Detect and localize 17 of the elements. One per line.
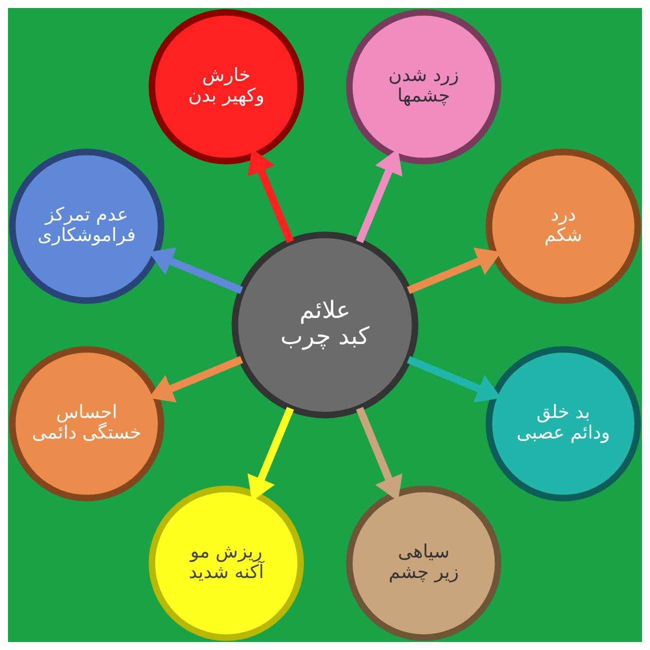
arrow — [356, 406, 402, 502]
node-circle: سیاهی زیر چشم — [346, 486, 502, 641]
arrow — [406, 248, 502, 294]
node-circle: ریزش مو آکنه شدید — [148, 486, 304, 641]
node-circle: بد خلق ودائم عصبی — [486, 346, 641, 502]
node-circle: زرد شدن چشمها — [346, 9, 502, 164]
arrow — [248, 148, 294, 244]
arrow — [148, 356, 244, 402]
arrow — [148, 248, 244, 294]
arrow — [248, 406, 294, 502]
arrow — [406, 356, 502, 402]
node-circle: عدم تمرکز فراموشکاری — [9, 148, 164, 304]
arrow — [356, 148, 402, 244]
node-circle: علائم کبد چرب — [232, 232, 418, 418]
node-circle: درد شکم — [486, 148, 641, 304]
node-circle: احساس خستگی دائمی — [9, 346, 164, 502]
node-circle: خارش وکهیر بدن — [148, 9, 304, 164]
